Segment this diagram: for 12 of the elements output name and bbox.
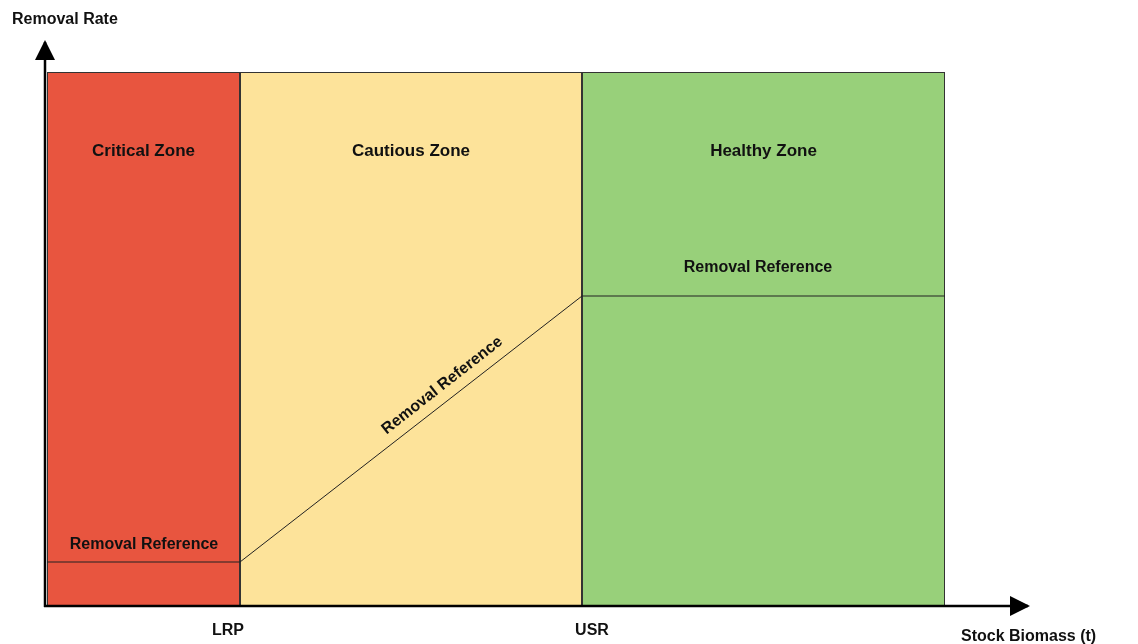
axis-title: Removal Rate [12, 10, 118, 28]
zone-region [582, 72, 945, 606]
zone-title: Cautious Zone [351, 141, 471, 161]
zone-region [47, 72, 240, 606]
line-label: Removal Reference [69, 535, 219, 553]
zone-title: Healthy Zone [710, 141, 817, 161]
line-label: Removal Reference [683, 258, 833, 276]
tick-label: LRP [212, 621, 244, 639]
axis-title: Stock Biomass (t) [961, 627, 1097, 644]
tick-label: USR [575, 621, 609, 639]
zone-region [240, 72, 582, 606]
zone-title: Critical Zone [92, 141, 195, 161]
